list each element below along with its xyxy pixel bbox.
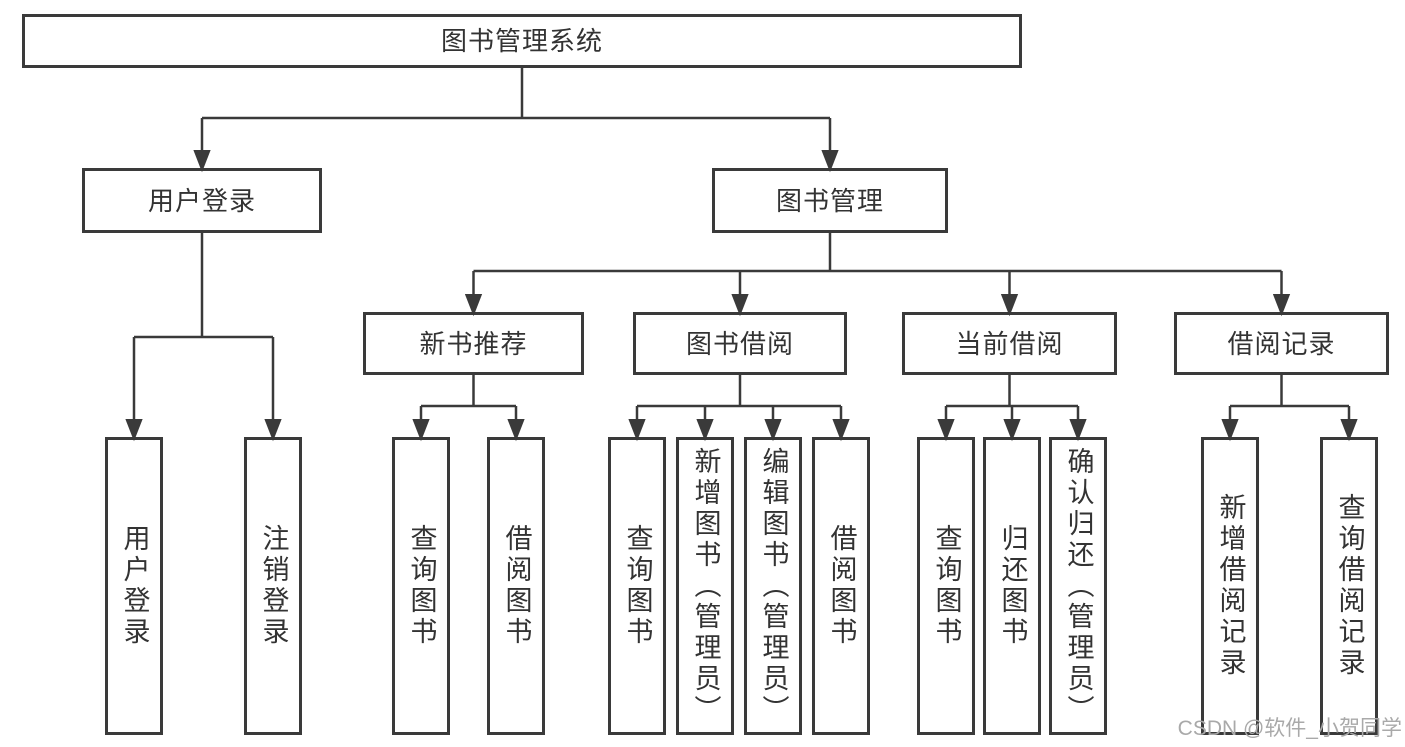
leaf-borrow-books-1: 借阅图书 (487, 437, 545, 735)
node-root-system: 图书管理系统 (22, 14, 1022, 68)
leaf-logout: 注销登录 (244, 437, 302, 735)
leaf-query-books-3: 查询图书 (917, 437, 975, 735)
leaf-borrow-books-2: 借阅图书 (812, 437, 870, 735)
node-book-borrowing: 图书借阅 (633, 312, 847, 375)
node-borrowing-records: 借阅记录 (1174, 312, 1389, 375)
node-new-book-recommend: 新书推荐 (363, 312, 584, 375)
leaf-query-borrow-record: 查询借阅记录 (1320, 437, 1378, 735)
leaf-return-books: 归还图书 (983, 437, 1041, 735)
leaf-edit-books-admin: 编辑图书（管理员） (744, 437, 802, 735)
leaf-add-books-admin: 新增图书（管理员） (676, 437, 734, 735)
csdn-watermark: CSDN @软件_小贺同学 (1177, 717, 1402, 740)
node-current-borrowing: 当前借阅 (902, 312, 1117, 375)
node-user-login-branch: 用户登录 (82, 168, 322, 233)
leaf-user-login: 用户登录 (105, 437, 163, 735)
leaf-confirm-return-admin: 确认归还（管理员） (1049, 437, 1107, 735)
leaf-query-books-1: 查询图书 (392, 437, 450, 735)
node-book-management-branch: 图书管理 (712, 168, 948, 233)
leaf-query-books-2: 查询图书 (608, 437, 666, 735)
leaf-add-borrow-record: 新增借阅记录 (1201, 437, 1259, 735)
